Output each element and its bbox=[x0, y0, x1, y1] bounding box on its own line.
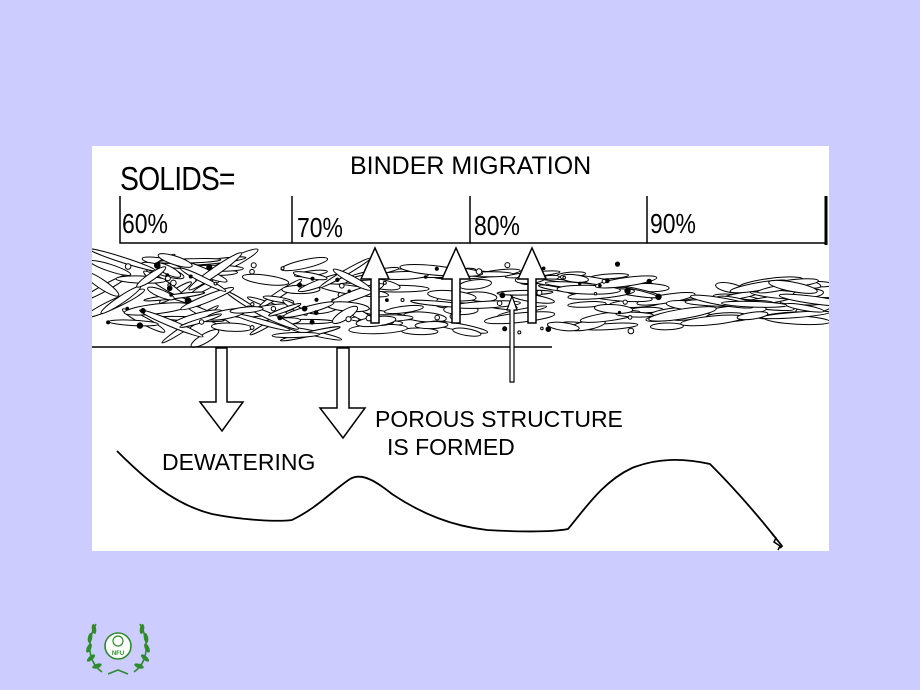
stage-brackets bbox=[119, 196, 828, 245]
down-arrow-1 bbox=[198, 347, 245, 433]
down-arrow-2 bbox=[318, 347, 367, 440]
nfu-logo: NFU bbox=[82, 614, 154, 678]
laurel-wreath-emblem-icon: NFU bbox=[86, 623, 150, 675]
logo-text: NFU bbox=[112, 651, 124, 657]
down-arrows bbox=[198, 347, 367, 440]
stage-label-80: 80% bbox=[474, 210, 520, 241]
up-arrow-3 bbox=[516, 246, 548, 324]
solids-label: SOLIDS= bbox=[120, 160, 236, 197]
stage-label-60: 60% bbox=[122, 208, 168, 239]
porous-pointer-arrow bbox=[506, 294, 518, 383]
up-arrow-2 bbox=[440, 246, 472, 324]
diagram-title: BINDER MIGRATION bbox=[350, 152, 592, 180]
fiber-mat-layer bbox=[92, 248, 829, 348]
dewatering-label: DEWATERING bbox=[162, 449, 316, 475]
stage-label-90: 90% bbox=[650, 208, 696, 239]
porous-label-line-1: POROUS STRUCTURE bbox=[375, 406, 623, 432]
up-arrows bbox=[359, 246, 548, 324]
binder-migration-diagram: SOLIDS= BINDER MIGRATION 60% 70% 80% 90%… bbox=[92, 146, 829, 551]
diagram-drawing bbox=[92, 196, 829, 551]
stage-label-70: 70% bbox=[297, 212, 343, 243]
suction-profile-curve bbox=[116, 450, 784, 549]
up-arrow-1 bbox=[359, 246, 391, 324]
porous-label-line-2: IS FORMED bbox=[387, 434, 515, 460]
laurel-leaves bbox=[86, 624, 150, 669]
porous-structure-label: POROUS STRUCTURE IS FORMED bbox=[375, 405, 623, 461]
stage-bracket-60 bbox=[119, 196, 293, 244]
